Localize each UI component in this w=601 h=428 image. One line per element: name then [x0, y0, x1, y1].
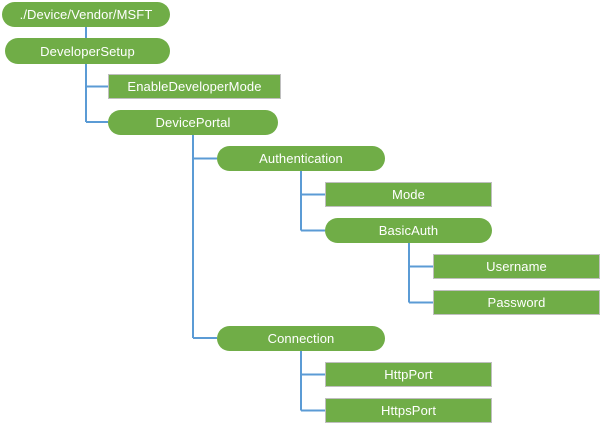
node-deviceportal-label: DevicePortal [155, 115, 231, 130]
node-username[interactable]: Username [433, 254, 600, 279]
node-enabledevelopermode[interactable]: EnableDeveloperMode [108, 74, 281, 99]
node-password-label: Password [487, 295, 546, 310]
node-password[interactable]: Password [433, 290, 600, 315]
node-basicauth[interactable]: BasicAuth [325, 218, 492, 243]
node-httpsport-label: HttpsPort [380, 403, 437, 418]
node-connection-label: Connection [267, 331, 335, 346]
node-root[interactable]: ./Device/Vendor/MSFT [2, 2, 170, 27]
node-mode-label: Mode [392, 187, 425, 202]
node-mode[interactable]: Mode [325, 182, 492, 207]
node-httpport[interactable]: HttpPort [325, 362, 492, 387]
node-root-label: ./Device/Vendor/MSFT [19, 7, 153, 22]
node-httpsport[interactable]: HttpsPort [325, 398, 492, 423]
node-authentication[interactable]: Authentication [217, 146, 385, 171]
node-httpport-label: HttpPort [384, 367, 433, 382]
node-username-label: Username [486, 259, 547, 274]
node-authentication-label: Authentication [259, 151, 343, 166]
node-basicauth-label: BasicAuth [378, 223, 439, 238]
node-enabledevelopermode-label: EnableDeveloperMode [127, 79, 262, 94]
node-developersetup-label: DeveloperSetup [40, 43, 135, 59]
node-connection[interactable]: Connection [217, 326, 385, 351]
node-deviceportal[interactable]: DevicePortal [108, 110, 278, 135]
node-developersetup[interactable]: DeveloperSetup [5, 38, 170, 64]
